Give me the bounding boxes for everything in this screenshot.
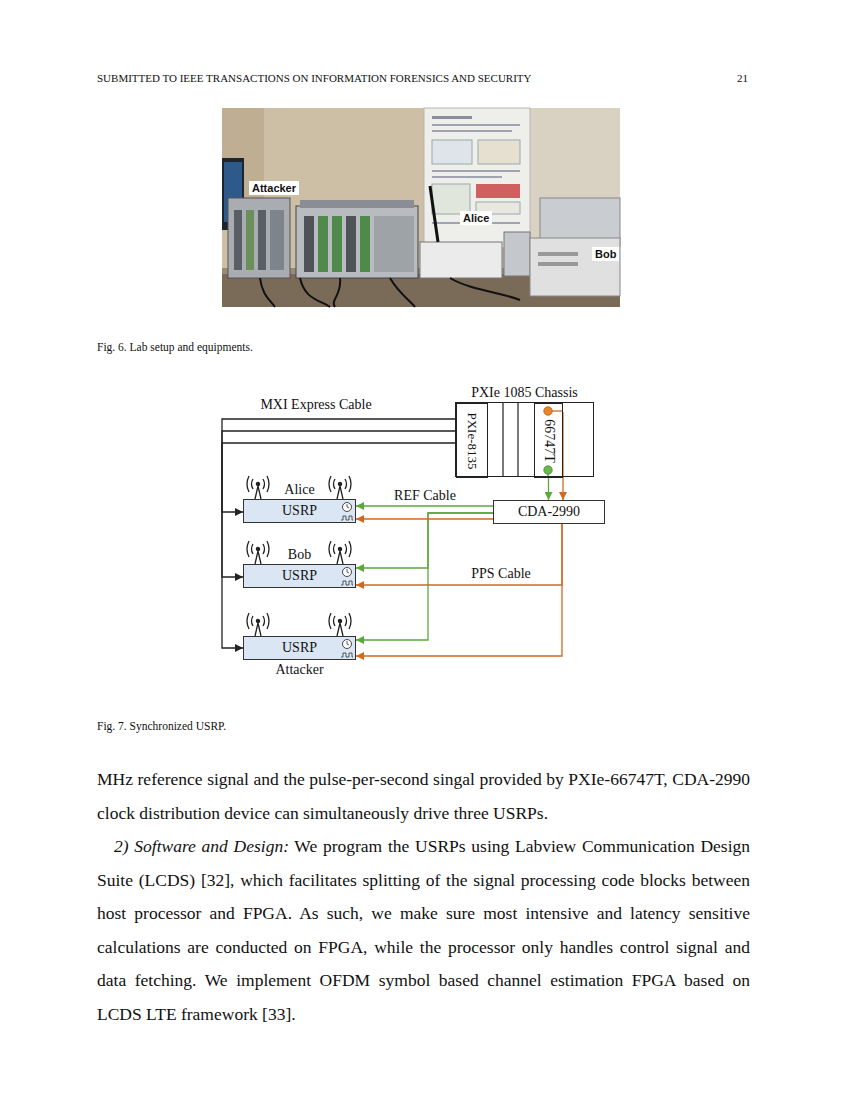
clock-hands	[347, 641, 349, 645]
clock-pps-icon	[340, 500, 354, 522]
diagram-graphics	[247, 541, 269, 564]
box-heading: PXIe 1085 Chassis	[471, 385, 578, 400]
lab-photo	[234, 210, 242, 270]
diagram-graphics	[247, 613, 269, 636]
usrp-box: BobUSRP	[243, 564, 356, 588]
clock-hands	[347, 569, 349, 573]
cable-connector	[356, 524, 562, 585]
cable-label: REF Cable	[392, 488, 458, 503]
lab-photo	[432, 116, 472, 119]
lab-photo	[432, 184, 470, 214]
lab-photo	[300, 200, 414, 208]
cable-label: MXI Express Cable	[258, 397, 373, 412]
photo-tag: Alice	[460, 211, 492, 225]
cable-connector	[356, 513, 493, 568]
lab-photo	[424, 108, 530, 248]
clock-hands	[347, 504, 349, 508]
box-heading: Attacker	[275, 662, 323, 677]
box-label: 66747T	[541, 419, 556, 463]
lab-photo	[222, 108, 620, 307]
lab-photo	[296, 206, 418, 278]
usrp-box: AliceUSRP	[243, 499, 356, 523]
cable-connector	[356, 518, 493, 519]
lab-photo	[332, 216, 342, 272]
diagram-graphics	[503, 402, 518, 477]
lab-photo	[432, 140, 472, 164]
figure-caption: Fig. 7. Synchronized USRP.	[97, 720, 226, 732]
clock-distribution-box: CDA-2990	[493, 500, 605, 524]
lab-photo	[318, 216, 328, 272]
page-number: 21	[737, 72, 748, 84]
body-text: MHz reference signal and the pulse-per-s…	[97, 769, 750, 823]
section-heading: 2) Software and Design:	[114, 836, 289, 856]
lab-photo	[432, 170, 520, 172]
pxie-chassis: PXIe 1085 ChassisPXIe-813566747T	[455, 402, 594, 477]
clock-pps-icon	[340, 565, 354, 587]
lab-photo	[258, 210, 266, 270]
lab-photo	[228, 198, 290, 278]
lab-photo	[432, 130, 512, 132]
lab-photo	[478, 140, 520, 164]
lab-photo	[530, 238, 620, 296]
figure-caption: Fig. 6. Lab setup and equipments.	[97, 341, 253, 353]
lab-photo	[432, 124, 520, 126]
lab-photo	[304, 216, 314, 272]
clock-icon	[343, 568, 352, 577]
photo-tag: Attacker	[249, 181, 299, 195]
lab-photo	[222, 108, 620, 307]
lab-photo	[538, 252, 578, 256]
cable-connector	[222, 431, 456, 577]
clock-icon	[343, 503, 352, 512]
clock-pps-icon	[340, 637, 354, 659]
pulse-icon	[341, 653, 353, 657]
body-paragraph: 2) Software and Design:We program the US…	[97, 830, 750, 1031]
lab-photo	[476, 184, 520, 198]
pulse-icon	[341, 516, 353, 520]
diagram-graphics	[247, 476, 269, 499]
lab-photo	[430, 186, 438, 242]
diagram-graphics	[329, 613, 351, 636]
box-heading: Bob	[288, 547, 311, 562]
cable-connector	[222, 443, 456, 648]
lab-photo	[504, 232, 530, 276]
controller-slot: PXIe-8135	[456, 403, 488, 478]
connectors	[222, 412, 563, 656]
diagram-graphics	[329, 476, 351, 499]
box-label: CDA-2990	[518, 504, 580, 519]
usrp-box: USRPAttacker	[243, 636, 356, 660]
cable-connector	[356, 524, 562, 656]
lab-photo	[346, 216, 356, 272]
diagram-graphics	[544, 466, 552, 474]
lab-photo	[420, 242, 502, 278]
cable-connector	[356, 505, 493, 506]
box-heading: Alice	[284, 482, 314, 497]
cable-label: PPS Cable	[469, 566, 533, 581]
body-text: We program the USRPs using Labview Commu…	[97, 836, 750, 1024]
lab-photo	[360, 216, 370, 272]
lab-photo	[246, 210, 254, 270]
diagram-graphics	[544, 407, 552, 415]
lab-photo	[432, 176, 502, 178]
pulse-icon	[341, 581, 353, 585]
cable-connector	[548, 478, 549, 500]
box-label: USRP	[282, 640, 317, 655]
lab-photo	[530, 108, 620, 307]
box-label: USRP	[282, 503, 317, 518]
lab-photo	[260, 278, 520, 307]
lab-photo	[374, 216, 414, 272]
photo-tag: Bob	[592, 247, 619, 261]
clock-icon	[343, 640, 352, 649]
diagram-graphics	[329, 541, 351, 564]
timing-module-slot: 66747T	[534, 403, 563, 478]
box-label: USRP	[282, 568, 317, 583]
body-paragraph: MHz reference signal and the pulse-per-s…	[97, 763, 750, 830]
box-label: PXIe-8135	[465, 412, 479, 469]
lab-photo	[270, 210, 284, 270]
lab-photo	[538, 262, 578, 266]
running-header: SUBMITTED TO IEEE TRANSACTIONS ON INFORM…	[97, 72, 532, 84]
